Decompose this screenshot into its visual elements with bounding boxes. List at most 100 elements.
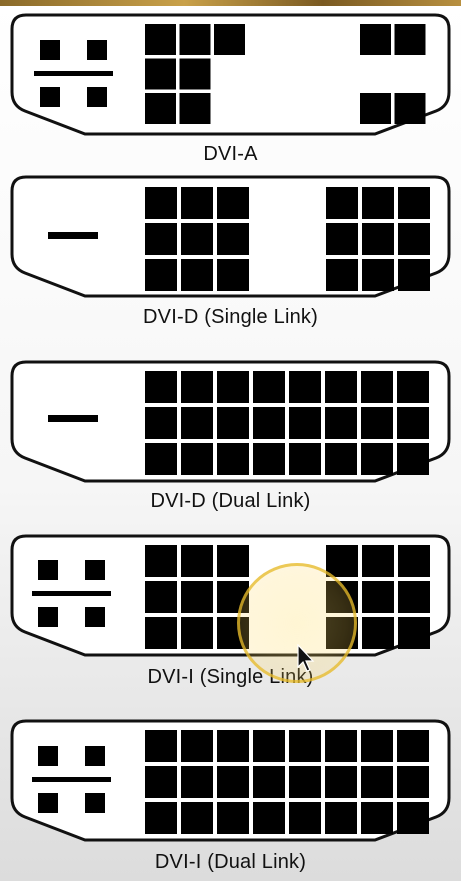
connector-pin [398,187,430,219]
connector-pin [394,93,426,124]
connector-pin [289,730,321,762]
connector-pin [289,371,321,403]
connector-pin [145,443,177,475]
connector-pin [289,766,321,798]
connector-pin [217,443,249,475]
connector-pin [325,443,357,475]
pin-grid-left [145,187,249,291]
connector-pin [397,802,429,834]
pin-grid [145,371,429,475]
connector-pin [361,766,393,798]
connector-pin [181,545,213,577]
connector-label-dvi-d-dual-link: DVI-D (Dual Link) [150,490,311,512]
cursor-highlight-ring [237,563,357,683]
connector-pin [397,443,429,475]
connector-pin [253,443,285,475]
connector-pin [325,407,357,439]
pin-grid-right [326,187,430,291]
connector-pin [145,24,176,55]
connector-pin [217,802,249,834]
connector-pin [360,93,391,124]
connector-label-dvi-i-dual-link: DVI-I (Dual Link) [154,851,307,873]
connector-pin [145,223,177,255]
connector-pin [360,24,391,55]
connector-pin [397,407,429,439]
connector-pin [179,24,211,55]
connector-pin [326,187,358,219]
pin-grid [145,730,429,834]
connector-pin [253,802,285,834]
connector-pin [145,545,177,577]
connector-pin [394,24,426,55]
connector-pin [181,371,213,403]
connector-pin [145,802,177,834]
connector-pin [398,545,430,577]
connector-pin [362,545,394,577]
connector-pin [326,545,358,577]
connector-pin [179,93,211,124]
connector-pin [362,187,394,219]
connector-dvi-i-single-link [10,534,451,657]
connector-pin [217,223,249,255]
connector-pin [361,407,393,439]
analog-pin-cluster [32,746,111,813]
connector-pin [217,545,249,577]
connector-pin [326,259,358,291]
connector-pin [325,371,357,403]
connector-pin [361,802,393,834]
connector-dvi-i-dual-link [10,719,451,842]
connector-pin [253,766,285,798]
connector-label-dvi-a: DVI-A [203,143,258,165]
digital-ground-bar [48,232,98,239]
connector-outline [10,13,451,136]
connector-pin [253,371,285,403]
connector-pin [181,766,213,798]
connector-pin [362,223,394,255]
connector-pin [362,259,394,291]
connector-pin [289,443,321,475]
connector-pin [325,766,357,798]
connector-pin [145,58,176,90]
connector-pin [361,371,393,403]
connector-pin [217,259,249,291]
connector-pin [181,617,213,649]
connector-pin [289,407,321,439]
connector-pin [325,730,357,762]
connector-pin [181,581,213,613]
connector-pin [325,802,357,834]
connector-pin [181,443,213,475]
connector-pin [181,187,213,219]
connector-pin [181,259,213,291]
pin-grid-left [145,24,245,124]
connector-pin [253,730,285,762]
connector-pin [398,617,430,649]
connector-pin [217,187,249,219]
connector-label-dvi-d-single-link: DVI-D (Single Link) [143,306,318,328]
connector-pin [361,443,393,475]
connector-pin [145,371,177,403]
connector-pin [362,581,394,613]
connector-pin [217,730,249,762]
connector-pin [398,223,430,255]
connector-pin [181,802,213,834]
connector-pin [145,581,177,613]
connector-dvi-d-dual-link [10,360,451,483]
connector-pin [179,58,211,90]
connector-pin [326,223,358,255]
connector-pin [397,371,429,403]
connector-label-dvi-i-single-link: DVI-I (Single Link) [147,666,314,688]
connector-pin [217,371,249,403]
connector-pin [145,259,177,291]
connector-pin [145,617,177,649]
connector-pin [214,24,245,55]
connector-pin [289,802,321,834]
connector-pin [217,407,249,439]
connector-pin [145,93,176,124]
connector-pin [398,259,430,291]
connector-pin [145,187,177,219]
connector-pin [217,766,249,798]
connector-pin [397,730,429,762]
connector-pin [145,766,177,798]
digital-ground-bar [48,415,98,422]
mouse-pointer-icon [297,644,315,672]
